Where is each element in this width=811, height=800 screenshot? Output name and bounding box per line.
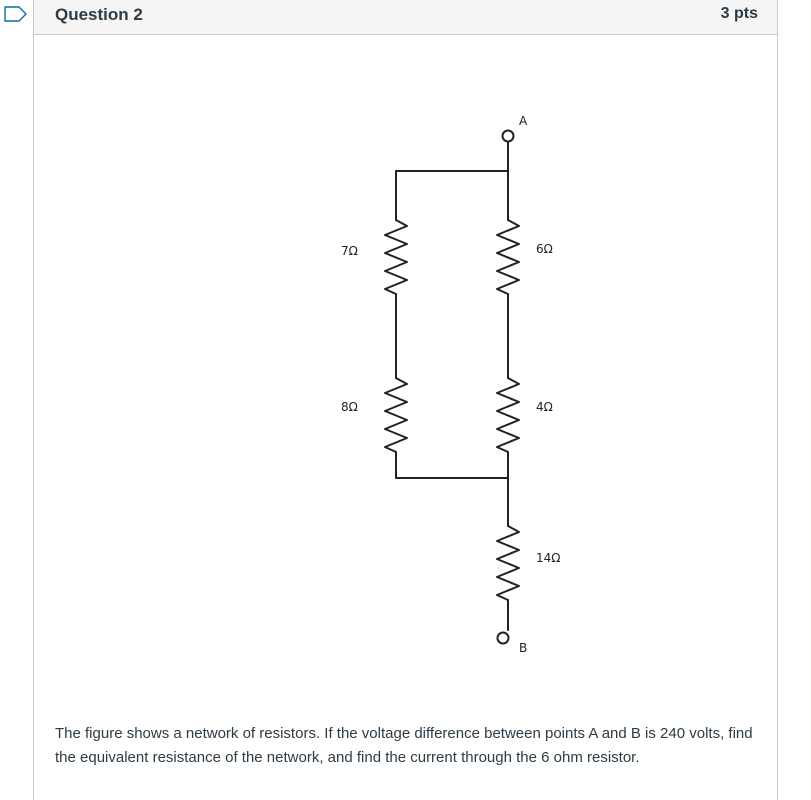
node-a-label: A (519, 114, 528, 128)
question-text: The figure shows a network of resistors.… (55, 725, 753, 766)
resistor-label-14: 14Ω (536, 551, 560, 565)
question-points: 3 pts (720, 5, 758, 22)
resistor-zigzag-14 (496, 525, 520, 601)
circuit-diagram: A B 7Ω 6Ω 8Ω 4Ω 14Ω (341, 114, 560, 655)
question-title: Question 2 (55, 5, 143, 24)
resistor-label-6: 6Ω (536, 242, 553, 256)
resistor-label-4: 4Ω (536, 400, 553, 414)
terminal-a (501, 129, 515, 143)
resistor-label-8: 8Ω (341, 400, 358, 414)
question-card: Question 2 3 pts (33, 0, 778, 800)
question-header: Question 2 3 pts (34, 0, 777, 35)
resistor-zigzag-6 (496, 219, 520, 295)
node-b-label: B (519, 641, 527, 655)
resistor-network-figure: A B 7Ω 6Ω 8Ω 4Ω 14Ω (304, 100, 584, 670)
resistor-zigzag-4 (496, 377, 520, 453)
resistor-zigzag-8 (384, 377, 408, 453)
flag-question-icon[interactable] (4, 6, 28, 22)
resistor-label-7: 7Ω (341, 244, 358, 258)
resistor-zigzag-7 (384, 219, 408, 295)
terminal-b (496, 631, 510, 645)
